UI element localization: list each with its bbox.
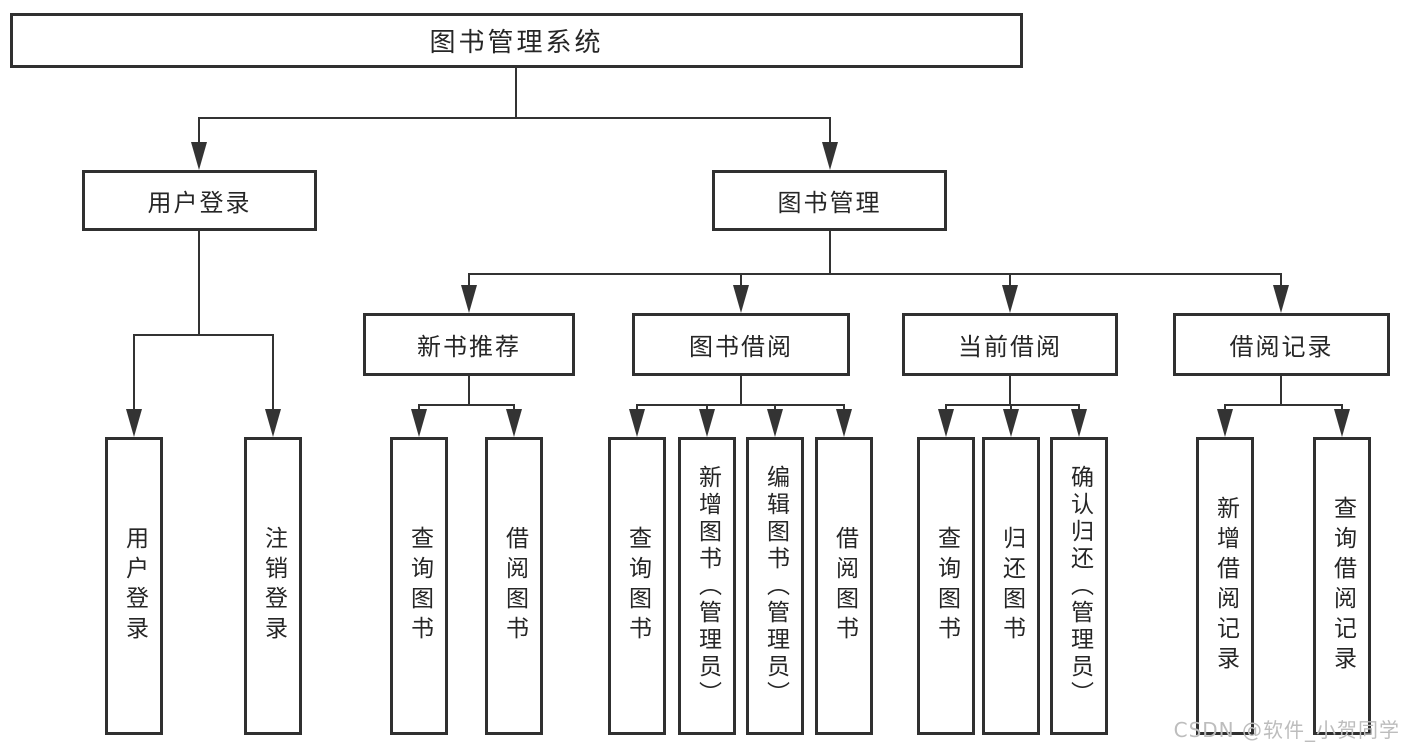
arrowhead-down-icon	[1334, 409, 1350, 437]
node-book-borrow: 图书借阅	[632, 313, 850, 376]
leaf-label: 确认归还（管理员）	[1066, 464, 1093, 708]
leaf-borrow-books-recommend: 借阅图书	[485, 437, 543, 735]
leaf-add-borrow-record: 新增借阅记录	[1196, 437, 1254, 735]
leaf-add-books-admin: 新增图书（管理员）	[678, 437, 736, 735]
node-book-management: 图书管理	[712, 170, 947, 231]
connector-line	[417, 403, 516, 407]
arrowhead-down-icon	[629, 409, 645, 437]
leaf-label: 归还图书	[998, 526, 1025, 646]
leaf-logout: 注销登录	[244, 437, 302, 735]
connector-line	[1279, 376, 1283, 405]
leaf-label: 查询图书	[624, 526, 651, 646]
arrowhead-down-icon	[1071, 409, 1087, 437]
arrowhead-down-icon	[1003, 409, 1019, 437]
node-new-book-recommend: 新书推荐	[363, 313, 575, 376]
leaf-label: 查询图书	[933, 526, 960, 646]
connector-line	[417, 405, 421, 411]
connector-line	[132, 333, 275, 337]
leaf-confirm-return-admin: 确认归还（管理员）	[1050, 437, 1108, 735]
connector-line	[1008, 274, 1012, 287]
arrowhead-down-icon	[1002, 285, 1018, 313]
connector-line	[1279, 274, 1283, 287]
arrowhead-down-icon	[265, 409, 281, 437]
node-root-label: 图书管理系统	[429, 28, 604, 58]
connector-line	[467, 272, 1283, 276]
node-book-management-label: 图书管理	[777, 189, 882, 217]
arrowhead-down-icon	[767, 409, 783, 437]
arrowhead-down-icon	[733, 285, 749, 313]
node-current-borrow: 当前借阅	[902, 313, 1118, 376]
arrowhead-down-icon	[461, 285, 477, 313]
connector-line	[739, 376, 743, 405]
connector-line	[739, 274, 743, 287]
connector-line	[828, 231, 832, 274]
connector-line	[635, 403, 846, 407]
arrowhead-down-icon	[836, 409, 852, 437]
leaf-return-books: 归还图书	[982, 437, 1040, 735]
connector-line	[1008, 376, 1012, 405]
arrowhead-down-icon	[411, 409, 427, 437]
leaf-label: 借阅图书	[501, 526, 528, 646]
node-book-borrow-label: 图书借阅	[689, 333, 793, 361]
node-borrow-records-label: 借阅记录	[1229, 333, 1334, 361]
node-user-login-label: 用户登录	[147, 189, 252, 217]
connector-line	[1009, 405, 1013, 411]
leaf-query-books-current: 查询图书	[917, 437, 975, 735]
node-user-login: 用户登录	[82, 170, 317, 231]
node-current-borrow-label: 当前借阅	[958, 333, 1062, 361]
leaf-label: 新增图书（管理员）	[694, 464, 721, 708]
arrowhead-down-icon	[191, 142, 207, 170]
connector-line	[773, 405, 777, 411]
connector-line	[944, 403, 1081, 407]
node-root: 图书管理系统	[10, 13, 1023, 68]
arrowhead-down-icon	[1273, 285, 1289, 313]
connector-line	[1223, 403, 1344, 407]
node-borrow-records: 借阅记录	[1173, 313, 1390, 376]
arrowhead-down-icon	[938, 409, 954, 437]
connector-line	[828, 118, 832, 145]
connector-line	[467, 274, 471, 287]
connector-line	[467, 376, 471, 405]
arrowhead-down-icon	[1217, 409, 1233, 437]
connector-line	[514, 68, 518, 118]
arrowhead-down-icon	[126, 409, 142, 437]
leaf-user-login: 用户登录	[105, 437, 163, 735]
connector-line	[1340, 405, 1344, 411]
connector-line	[705, 405, 709, 411]
arrowhead-down-icon	[506, 409, 522, 437]
connector-line	[1077, 405, 1081, 411]
connector-line	[842, 405, 846, 411]
watermark: CSDN @软件_小贺同学	[1173, 718, 1400, 742]
leaf-query-books-recommend: 查询图书	[390, 437, 448, 735]
leaf-borrow-books: 借阅图书	[815, 437, 873, 735]
leaf-label: 编辑图书（管理员）	[762, 464, 789, 708]
leaf-label: 借阅图书	[831, 526, 858, 646]
connector-line	[197, 231, 201, 335]
leaf-label: 新增借阅记录	[1212, 496, 1239, 676]
node-new-book-recommend-label: 新书推荐	[417, 333, 521, 361]
connector-line	[512, 405, 516, 411]
arrowhead-down-icon	[699, 409, 715, 437]
leaf-label: 查询借阅记录	[1329, 496, 1356, 676]
connector-line	[271, 335, 275, 411]
leaf-edit-books-admin: 编辑图书（管理员）	[746, 437, 804, 735]
leaf-query-books-borrow: 查询图书	[608, 437, 666, 735]
connector-line	[944, 405, 948, 411]
leaf-label: 查询图书	[406, 526, 433, 646]
connector-line	[197, 116, 832, 120]
arrowhead-down-icon	[822, 142, 838, 170]
leaf-query-borrow-record: 查询借阅记录	[1313, 437, 1371, 735]
leaf-label: 注销登录	[260, 526, 287, 646]
leaf-label: 用户登录	[121, 526, 148, 646]
connector-line	[1223, 405, 1227, 411]
connector-line	[197, 118, 201, 145]
connector-line	[635, 405, 639, 411]
connector-line	[132, 335, 136, 411]
